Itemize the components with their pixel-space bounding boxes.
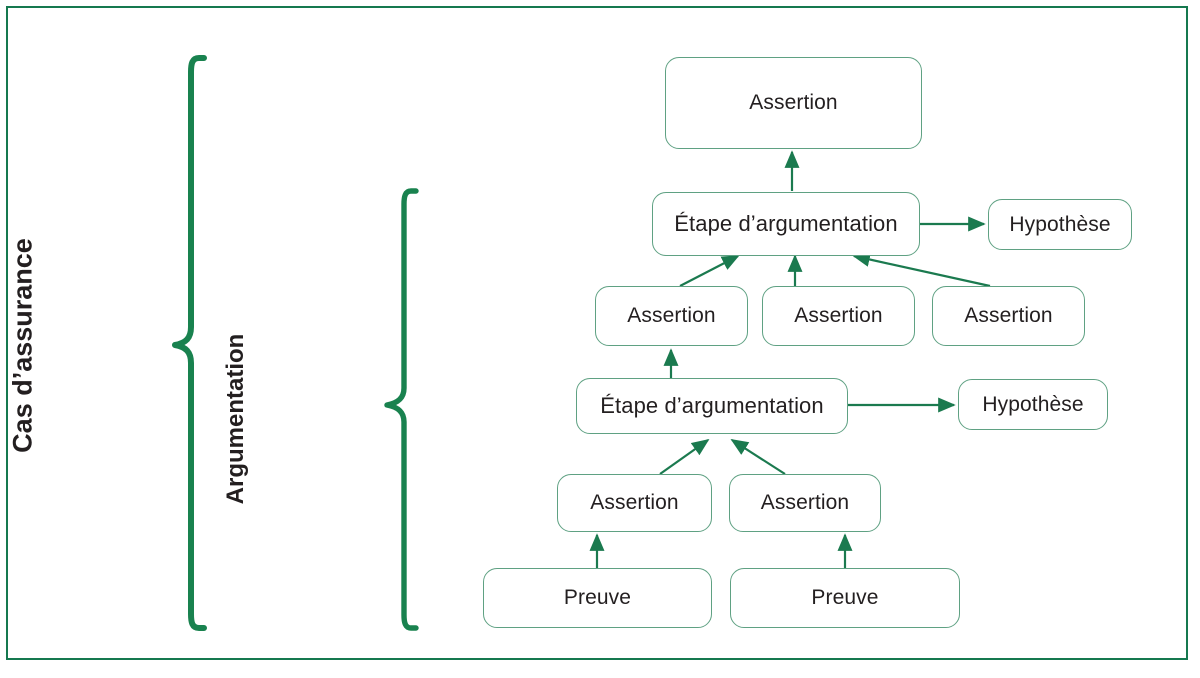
- node-preuve-right[interactable]: Preuve: [730, 568, 960, 628]
- node-label: Assertion: [760, 491, 850, 514]
- brace-label-argumentation: Argumentation: [222, 333, 249, 505]
- node-label: Hypothèse: [1009, 212, 1111, 236]
- node-assertion-bottom-right[interactable]: Assertion: [729, 474, 881, 532]
- node-label: Assertion: [590, 491, 679, 514]
- node-etape-argumentation-lower[interactable]: Étape d’argumentation: [576, 378, 848, 434]
- node-label: Assertion: [627, 304, 716, 327]
- node-assertion-mid-right[interactable]: Assertion: [932, 286, 1085, 346]
- node-label: Assertion: [794, 304, 883, 327]
- node-label: Hypothèse: [982, 392, 1084, 416]
- node-assertion-bottom-left[interactable]: Assertion: [557, 474, 712, 532]
- node-hypothese-upper[interactable]: Hypothèse: [988, 199, 1132, 250]
- node-assertion-mid-center[interactable]: Assertion: [762, 286, 915, 346]
- node-preuve-left[interactable]: Preuve: [483, 568, 712, 628]
- node-label: Preuve: [811, 586, 879, 609]
- node-hypothese-lower[interactable]: Hypothèse: [958, 379, 1108, 430]
- brace-label-cas-assurance: Cas d’assurance: [7, 238, 38, 453]
- node-label: Preuve: [563, 586, 632, 609]
- node-label: Étape d’argumentation: [674, 211, 898, 236]
- node-assertion-mid-left[interactable]: Assertion: [595, 286, 748, 346]
- node-label: Assertion: [964, 304, 1053, 327]
- node-label: Assertion: [749, 91, 838, 114]
- node-etape-argumentation-upper[interactable]: Étape d’argumentation: [652, 192, 920, 256]
- node-label: Étape d’argumentation: [600, 393, 824, 418]
- node-assertion-top[interactable]: Assertion: [665, 57, 922, 149]
